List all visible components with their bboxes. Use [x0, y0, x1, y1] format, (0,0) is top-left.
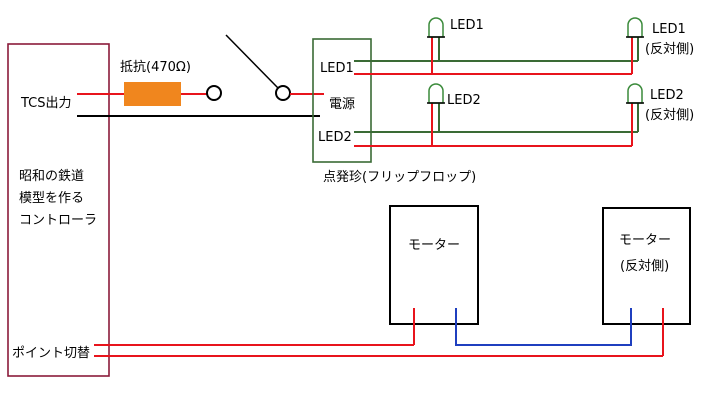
- led2-far-sublabel: (反対側): [645, 108, 694, 123]
- switch-terminal-left: [206, 85, 222, 101]
- flipflop-led2-label: LED2: [318, 130, 352, 145]
- tcs-output-label: TCS出力: [20, 96, 72, 111]
- flipflop-led1-label: LED1: [320, 61, 354, 76]
- led1-far-icon: [627, 17, 643, 38]
- flipflop-caption: 点発珍(フリップフロップ): [323, 170, 476, 185]
- led2-near-icon: [428, 83, 444, 104]
- motor-link-wire: [455, 308, 632, 346]
- led2-far-label: LED2: [650, 88, 684, 103]
- led1-near-label: LED1: [450, 18, 484, 33]
- motor-far-box: [602, 207, 691, 325]
- flipflop-box: [312, 38, 372, 163]
- flipflop-power-label: 電源: [329, 97, 355, 112]
- switch-lever: [225, 34, 279, 89]
- resistor-label: 抵抗(470Ω): [120, 60, 191, 75]
- motor-far-sublabel: (反対側): [620, 259, 669, 274]
- motor-near-box: [389, 205, 479, 325]
- resistor: [124, 82, 181, 106]
- controller-box: [7, 43, 110, 377]
- led2-near-label: LED2: [447, 93, 481, 108]
- switch-terminal-right: [275, 85, 291, 101]
- controller-desc-line2: 模型を作る: [19, 191, 84, 206]
- controller-desc-line3: コントローラ: [19, 213, 97, 228]
- led2-far-icon: [627, 83, 643, 104]
- motor-near-label: モーター: [408, 238, 460, 253]
- led1-near-icon: [428, 17, 444, 38]
- controller-desc-line1: 昭和の鉄道: [19, 169, 84, 184]
- led1-far-sublabel: (反対側): [645, 42, 694, 57]
- led1-far-label: LED1: [652, 22, 686, 37]
- motor-far-label: モーター: [619, 233, 671, 248]
- point-switch-label: ポイント切替: [12, 346, 90, 361]
